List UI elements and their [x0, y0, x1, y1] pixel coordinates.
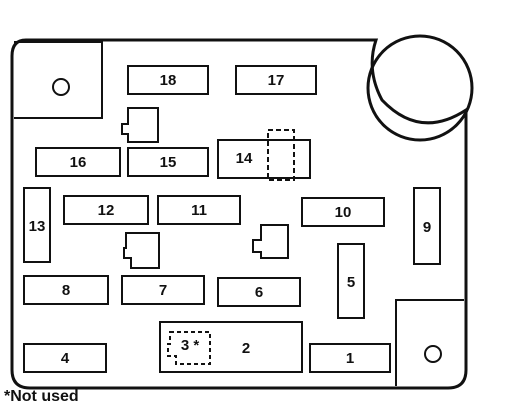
fuse-9: 9 [413, 187, 441, 265]
fuse-3-not-used: 3 * [167, 331, 211, 365]
fuse-5-label: 5 [347, 274, 355, 291]
fuse-12-label: 12 [98, 202, 115, 219]
relay-middle-left [123, 232, 160, 269]
fuse-6-label: 6 [255, 284, 263, 301]
fuse-12: 12 [63, 195, 149, 225]
fuse-16-label: 16 [70, 154, 87, 171]
fuse-18: 18 [127, 65, 209, 95]
fuse-4-label: 4 [61, 350, 70, 367]
fuse-16: 16 [35, 147, 121, 177]
fuse-9-label: 9 [423, 219, 431, 236]
fuse-8: 8 [23, 275, 109, 305]
footnote-not-used: *Not used [4, 388, 79, 405]
fuse-1: 1 [309, 343, 391, 373]
fuse-11-label: 11 [191, 202, 207, 219]
mounting-hole-top-left [52, 78, 70, 96]
top-left-corner-block [14, 41, 103, 119]
fuse-18-label: 18 [160, 72, 177, 89]
fuse-17: 17 [235, 65, 317, 95]
mounting-hole-bottom-right [424, 345, 442, 363]
relay-upper [121, 107, 159, 143]
bottom-right-corner-block [395, 299, 464, 386]
fuse-10: 10 [301, 197, 385, 227]
relay-middle-right [252, 224, 289, 259]
fuse-10-label: 10 [335, 204, 352, 221]
fuse-2-label: 2 [242, 340, 250, 357]
round-component [366, 34, 474, 142]
fuse-1-label: 1 [346, 350, 354, 367]
fuse-15: 15 [127, 147, 209, 177]
panel-outline [10, 38, 468, 390]
fuse-17-label: 17 [268, 72, 285, 89]
fuse-7: 7 [121, 275, 205, 305]
fuse-13-label: 13 [29, 218, 46, 235]
fuse-14: 14 [217, 129, 311, 181]
fuse-11: 11 [157, 195, 241, 225]
fuse-5: 5 [337, 243, 365, 319]
fuse-4: 4 [23, 343, 107, 373]
fuse-8-label: 8 [62, 282, 70, 299]
fuse-13: 13 [23, 187, 51, 263]
fuse-6: 6 [217, 277, 301, 307]
fuse-3-label: 3 * [181, 337, 200, 354]
fuse-15-label: 15 [160, 154, 177, 171]
fuse-14-label: 14 [236, 150, 253, 167]
fuse-7-label: 7 [159, 282, 167, 299]
